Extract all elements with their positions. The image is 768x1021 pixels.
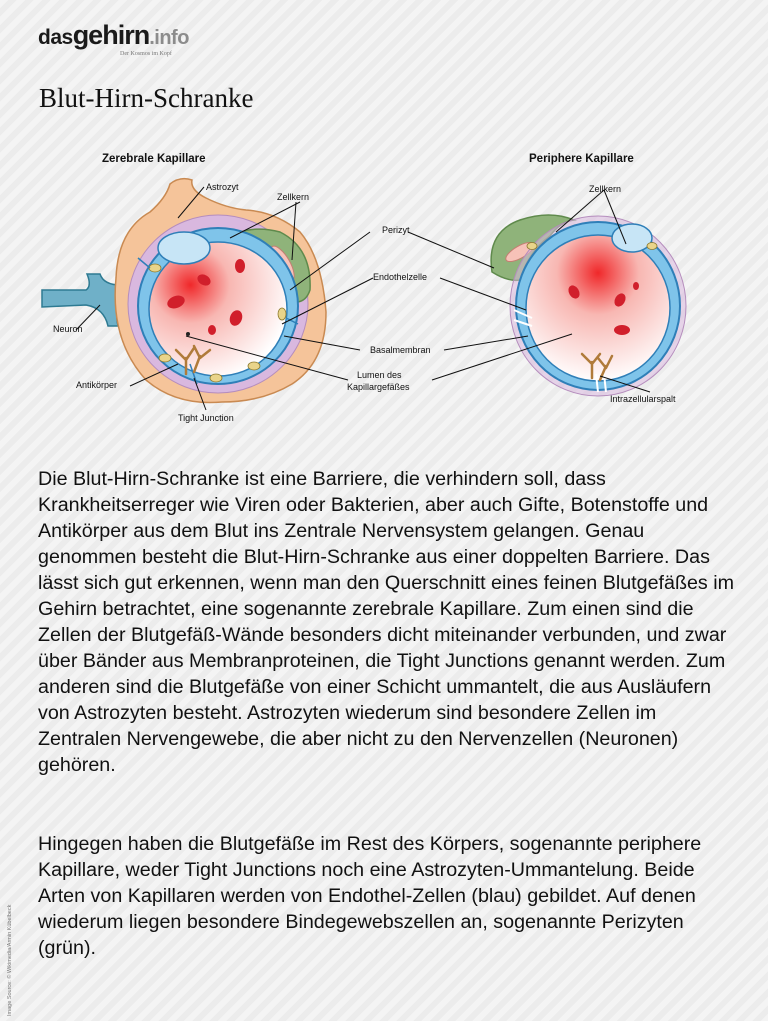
intercellular-gap bbox=[513, 309, 533, 327]
tight-junction-mark bbox=[285, 317, 299, 325]
label-intrazellularspalt: Intrazellularspalt bbox=[610, 394, 676, 404]
lumen-right bbox=[525, 234, 671, 382]
logo-gehirn: gehirn bbox=[72, 20, 151, 50]
mitochondrion bbox=[209, 373, 223, 383]
leader-lines bbox=[75, 186, 651, 411]
mitochondrion bbox=[247, 361, 261, 371]
logo-das: das bbox=[38, 26, 73, 49]
antibody-right bbox=[580, 352, 614, 382]
label-perizyt: Perizyt bbox=[382, 225, 410, 235]
label-lumen-line1: Lumen des bbox=[357, 370, 402, 380]
endothelial-nucleus-right bbox=[611, 223, 653, 253]
label-zellkern-right: Zellkern bbox=[589, 184, 621, 194]
image-credit-text: Image Source: © Wikimedia/Armin Kübelbec… bbox=[6, 904, 13, 1016]
red-blood-cells-right bbox=[568, 282, 639, 335]
label-neuron: Neuron bbox=[53, 324, 83, 334]
paragraph-2: Hingegen haben die Blutgefäße im Rest de… bbox=[38, 833, 702, 959]
label-zellkern-left: Zellkern bbox=[277, 192, 309, 202]
label-basalmembran: Basalmembran bbox=[370, 345, 431, 355]
label-tight-junction: Tight Junction bbox=[178, 413, 234, 423]
antibody-left bbox=[174, 344, 212, 376]
red-blood-cells-left bbox=[167, 259, 245, 335]
mitochondrion bbox=[526, 242, 538, 250]
cerebral-capillary bbox=[41, 177, 327, 404]
image-credit: Image Source: © Wikimedia/Armin Kübelbec… bbox=[6, 904, 13, 1016]
mitochondrion bbox=[277, 307, 287, 321]
particle-dot bbox=[186, 332, 190, 336]
label-astrozyt: Astrozyt bbox=[206, 182, 239, 192]
label-lumen-line2: Kapillargefäßes bbox=[347, 382, 410, 392]
endothelial-nucleus-left bbox=[157, 231, 211, 265]
heading-cerebral-capillary: Zerebrale Kapillare bbox=[102, 153, 206, 165]
site-logo[interactable]: dasgehirn.info bbox=[38, 22, 189, 49]
mitochondrion bbox=[158, 353, 172, 363]
page-title: Blut-Hirn-Schranke bbox=[39, 83, 254, 113]
neuron-shape bbox=[41, 273, 125, 327]
heading-peripheral-capillary: Periphere Kapillare bbox=[529, 153, 634, 165]
peripheral-capillary bbox=[490, 214, 687, 397]
blood-brain-barrier-diagram: Zerebrale Kapillare Periphere Kapillare bbox=[41, 153, 687, 423]
logo-tagline: Der Kosmos im Kopf bbox=[120, 51, 172, 57]
label-endothelzelle: Endothelzelle bbox=[373, 272, 427, 282]
tight-junction-mark bbox=[137, 257, 151, 269]
tight-junction-mark bbox=[189, 363, 198, 385]
mitochondrion bbox=[148, 263, 162, 273]
label-antikoerper: Antikörper bbox=[76, 380, 117, 390]
paragraph-1: Die Blut-Hirn-Schranke ist eine Barriere… bbox=[38, 468, 735, 776]
mitochondrion bbox=[646, 242, 658, 250]
logo-info: .info bbox=[149, 27, 189, 49]
